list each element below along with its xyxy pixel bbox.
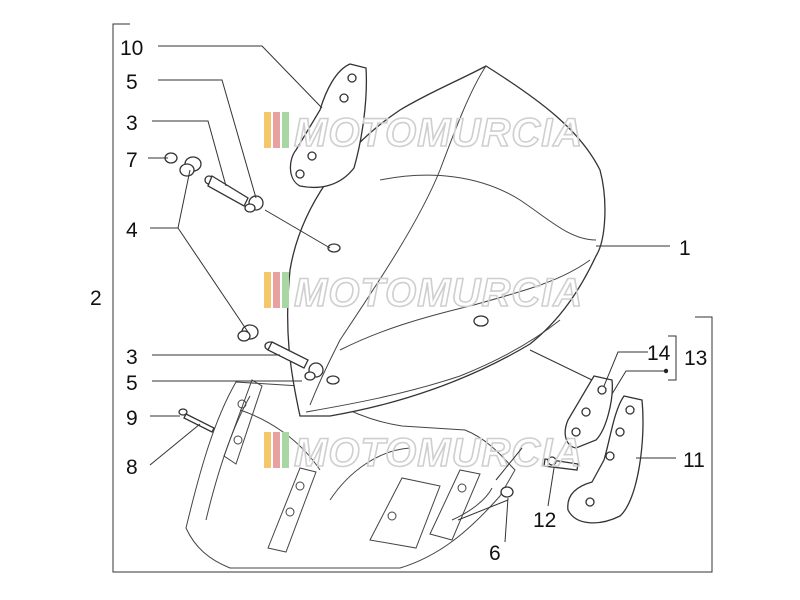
callout-12: 12	[533, 509, 556, 532]
callout-1: 1	[679, 237, 691, 260]
callout-13: 13	[684, 347, 707, 370]
callout-3: 3	[126, 112, 138, 135]
callout-9: 9	[126, 407, 138, 430]
side-bracket-parts	[564, 375, 644, 524]
windshield-part	[286, 65, 606, 417]
callout-5: 5	[126, 71, 138, 94]
lower-hardware	[178, 324, 579, 498]
callout-numbers: 10 5 3 7 4 2 3 5 9 8 1 14 13 11 12 6	[90, 37, 707, 565]
watermark-text: MOTOMURCIA	[294, 271, 583, 315]
watermark-top: MOTOMURCIA	[264, 110, 583, 156]
callout-2: 2	[90, 287, 102, 310]
callout-5: 5	[126, 372, 138, 395]
callout-4: 4	[126, 219, 138, 242]
watermark-bottom: MOTOMURCIA	[264, 430, 583, 476]
callout-10: 10	[120, 37, 143, 60]
upper-bracket-part	[289, 63, 368, 189]
watermark-middle: MOTOMURCIA	[264, 270, 583, 316]
callout-8: 8	[126, 456, 138, 479]
callout-11: 11	[683, 449, 705, 472]
upper-hardware	[164, 152, 264, 213]
front-fairing-part	[185, 379, 516, 569]
callout-14: 14	[647, 342, 671, 365]
leader-lines	[148, 45, 677, 543]
watermark-text: MOTOMURCIA	[294, 431, 583, 475]
callout-3: 3	[126, 346, 138, 369]
watermark-text: MOTOMURCIA	[294, 111, 583, 155]
assembly-frame	[112, 23, 713, 573]
callout-6: 6	[489, 542, 501, 565]
callout-7: 7	[126, 149, 138, 172]
